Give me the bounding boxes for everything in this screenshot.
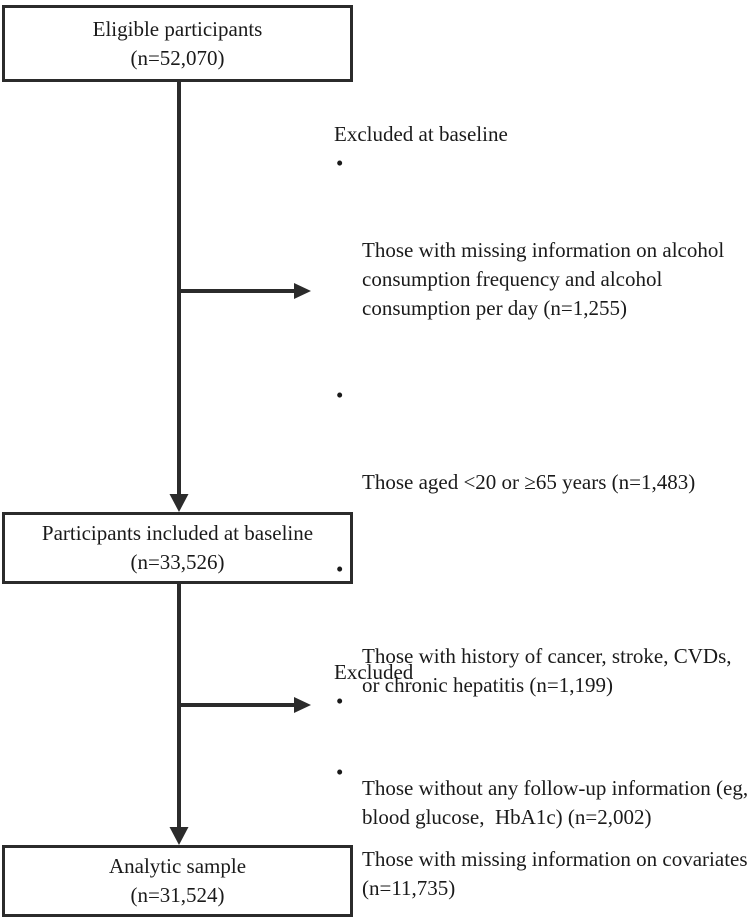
exclusion-block-baseline: Excluded at baseline • Those with missin… xyxy=(334,120,752,921)
exclusion-item-text: Those with history of cancer, stroke, CV… xyxy=(362,644,737,697)
arrowhead-right-followup xyxy=(294,697,311,713)
exclusion-item-text: Those aged <20 or ≥65 years (n=1,483) xyxy=(362,470,696,494)
arrowhead-down-analytic xyxy=(169,827,189,845)
exclusion-followup-heading: Excluded xyxy=(334,660,414,684)
exclusion-item: • Those aged <20 or ≥65 years (n=1,483) xyxy=(334,381,752,555)
exclusion-baseline-list: • Those with missing information on alco… xyxy=(334,149,752,921)
bullet-icon: • xyxy=(336,689,344,713)
arrowhead-right-baseline xyxy=(294,283,311,299)
node-eligible-label: Eligible participants xyxy=(92,16,263,41)
node-included-label: Participants included at baseline xyxy=(41,521,314,545)
node-participants-included: Participants included at baseline (n=33,… xyxy=(2,512,353,584)
exclusion-item-text: Those with missing information on alcoho… xyxy=(362,238,730,320)
exclusion-baseline-heading: Excluded at baseline xyxy=(334,122,508,146)
exclusion-item-text: Those with missing information on covari… xyxy=(362,847,748,900)
bullet-icon: • xyxy=(336,557,344,581)
exclusion-block-followup: Excluded • Those without any follow-up i… xyxy=(334,658,752,890)
exclusion-item: • Those with history of cancer, stroke, … xyxy=(334,555,752,758)
arrowhead-down-included xyxy=(169,494,189,512)
exclusion-followup-list: • Those without any follow-up informatio… xyxy=(334,687,752,890)
node-analytic-label: Analytic sample xyxy=(108,854,247,878)
node-eligible-participants: Eligible participants (n=52,070) xyxy=(2,5,353,82)
bullet-icon: • xyxy=(336,151,344,175)
node-analytic-count: (n=31,524) xyxy=(130,883,225,907)
exclusion-item: • Those with missing information on alco… xyxy=(334,149,752,381)
exclusion-item: • Those with missing information on cova… xyxy=(334,758,752,921)
exclusion-item-text: Those without any follow-up information … xyxy=(362,776,749,829)
node-analytic-sample: Analytic sample (n=31,524) xyxy=(2,845,353,917)
exclusion-item: • Those without any follow-up informatio… xyxy=(334,687,752,890)
node-included-count: (n=33,526) xyxy=(130,550,225,574)
bullet-icon: • xyxy=(336,383,344,407)
bullet-icon: • xyxy=(336,760,344,784)
node-eligible-count: (n=52,070) xyxy=(130,45,225,70)
